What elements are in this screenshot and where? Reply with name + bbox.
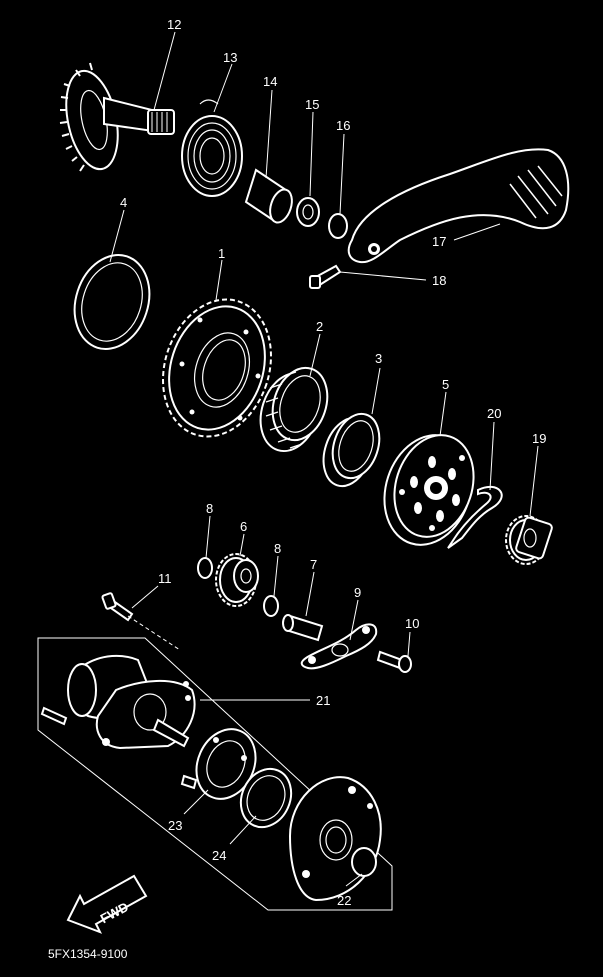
callout-18: 18 <box>432 273 446 288</box>
callout-21: 21 <box>316 693 330 708</box>
callout-3: 3 <box>375 351 382 366</box>
callout-20: 20 <box>487 406 501 421</box>
callout-13: 13 <box>223 50 237 65</box>
part-19-pinion-gear <box>505 515 553 565</box>
part-1-starter-wheel-gear <box>162 298 272 438</box>
assembly-21-dashed-link <box>127 615 181 651</box>
part-16-circlip <box>328 213 348 239</box>
part-22-o-ring <box>351 847 377 877</box>
callout-5: 5 <box>442 377 449 392</box>
callout-8-left: 8 <box>206 501 213 516</box>
callout-19: 19 <box>532 431 546 446</box>
part-cover-housing <box>288 776 382 902</box>
callout-16: 16 <box>336 118 350 133</box>
callout-2: 2 <box>316 319 323 334</box>
part-15-washer-hole <box>302 204 314 220</box>
callout-14: 14 <box>263 74 277 89</box>
callout-12: 12 <box>167 17 181 32</box>
callout-1: 1 <box>218 246 225 261</box>
part-14-collar <box>244 168 293 224</box>
part-18-bolt <box>309 264 342 289</box>
callout-24: 24 <box>212 848 226 863</box>
part-24-o-ring <box>239 767 293 829</box>
part-3-bearing-ring <box>322 412 381 488</box>
part-2-needle-bearing <box>259 366 329 453</box>
part-12-kick-gear-shaft <box>59 62 175 172</box>
part-21-starter-motor <box>40 654 196 750</box>
part-15-washer <box>296 197 320 227</box>
callout-6: 6 <box>240 519 247 534</box>
part-8-washer-left <box>197 557 213 579</box>
leader-lines <box>109 31 539 887</box>
callout-10: 10 <box>405 616 419 631</box>
callout-11: 11 <box>158 571 172 586</box>
part-5-clutch-plate <box>383 434 475 546</box>
assembly-21-frame <box>37 637 393 911</box>
fwd-arrow-icon <box>66 874 148 934</box>
part-13-torsion-spring <box>181 99 243 197</box>
part-6-idler-gear <box>215 553 259 607</box>
callout-23: 23 <box>168 818 182 833</box>
callout-9: 9 <box>354 585 361 600</box>
callout-7: 7 <box>310 557 317 572</box>
part-11-bolt <box>101 592 134 622</box>
part-8-washer-right <box>263 595 279 617</box>
callout-22: 22 <box>337 893 351 908</box>
callout-15: 15 <box>305 97 319 112</box>
part-20-spring-clip <box>447 485 503 549</box>
part-23-gasket-plate <box>180 728 257 800</box>
part-7-idler-shaft <box>282 614 324 642</box>
callout-8-right: 8 <box>274 541 281 556</box>
part-4-o-ring <box>73 254 151 350</box>
callout-17: 17 <box>432 234 446 249</box>
part-17-kick-crank <box>347 148 570 264</box>
part-10-bolt <box>376 650 412 673</box>
drawing-code: 5FX1354-9100 <box>48 947 128 961</box>
callout-4: 4 <box>120 195 127 210</box>
